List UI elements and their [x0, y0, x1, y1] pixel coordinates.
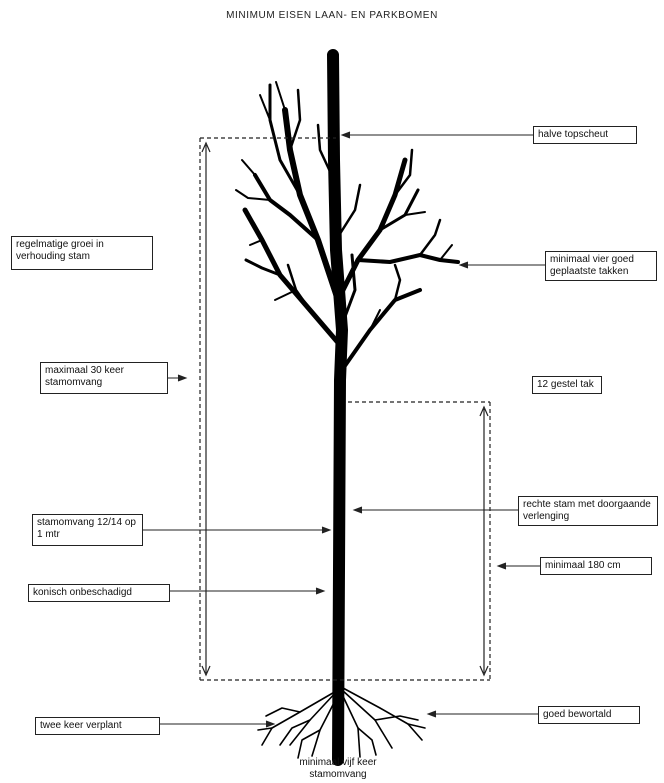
label-stamomvang: stamomvang 12/14 op 1 mtr [32, 514, 143, 546]
tree-illustration [235, 49, 460, 766]
label-minimaal-180: minimaal 180 cm [540, 557, 652, 575]
diagram-title: MINIMUM EISEN LAAN- EN PARKBOMEN [226, 10, 438, 21]
leader-lines [143, 131, 545, 728]
label-twee-keer-verplant: twee keer verplant [35, 717, 160, 735]
label-rechte-stam: rechte stam met doorgaande verlenging [518, 496, 658, 526]
label-gestel-tak: 12 gestel tak [532, 376, 602, 394]
label-minimaal-vier-takken: minimaal vier goed geplaatste takken [545, 251, 657, 281]
label-konisch: konisch onbeschadigd [28, 584, 170, 602]
label-goed-bewortel: goed bewortald [538, 706, 640, 724]
label-halve-topscheut: halve topscheut [533, 126, 637, 144]
label-regelmatige-groei: regelmatige groei in verhouding stam [11, 236, 153, 270]
measure-lines [199, 137, 491, 681]
branch-right-upper [335, 157, 408, 303]
trunk-upper [330, 52, 338, 203]
branch-right-lower [340, 288, 422, 372]
label-minimaal-vijf: minimaal vijf keer stamomvang [299, 757, 377, 780]
root-system [257, 687, 426, 761]
label-maximaal-30: maximaal 30 keer stamomvang [40, 362, 168, 394]
